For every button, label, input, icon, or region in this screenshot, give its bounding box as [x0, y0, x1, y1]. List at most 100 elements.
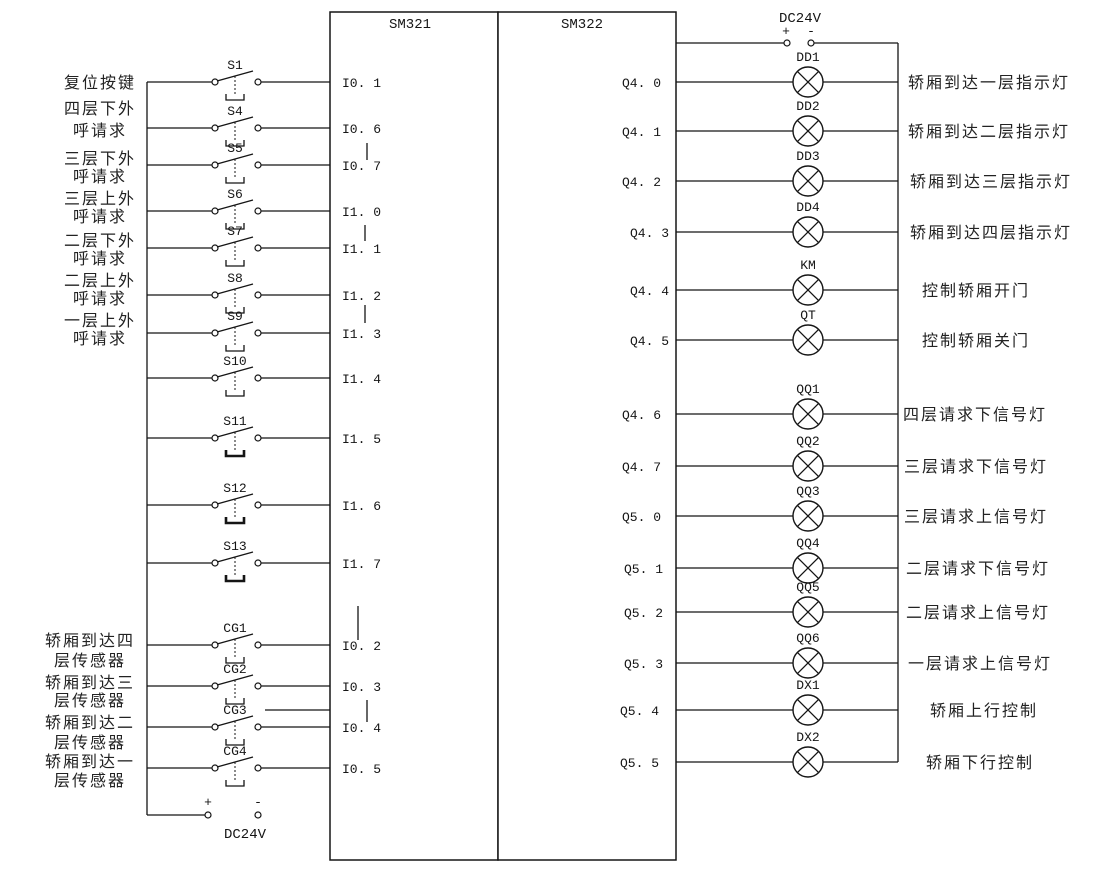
pushbutton-switch-icon [211, 493, 262, 525]
output-address: Q4. 3 [630, 226, 669, 241]
input-description: 轿厢到达一 [45, 752, 135, 771]
switch-button-head [225, 177, 245, 184]
pushbutton-switch-icon [211, 366, 262, 397]
switch-button-head [224, 450, 246, 458]
lamp-cross [796, 454, 820, 478]
input-address: I1. 5 [342, 432, 381, 447]
switch-terminal-left [211, 641, 219, 649]
output-description: 一层请求上信号灯 [908, 654, 1052, 673]
switch-terminal-left [211, 723, 219, 731]
switch-terminal-right [254, 124, 262, 132]
switch-terminal-left [211, 374, 219, 382]
switch-terminal-left [211, 291, 219, 299]
lamp-cross [796, 169, 820, 193]
device-label: DX2 [796, 730, 819, 745]
lamp-icon [792, 694, 824, 726]
lamp-cross [796, 119, 820, 143]
pushbutton-switch-icon [211, 674, 262, 705]
output-address: Q4. 2 [622, 175, 661, 190]
device-label: DD4 [796, 200, 820, 215]
device-label: QQ1 [796, 382, 820, 397]
lamp-cross [796, 328, 820, 352]
switch-terminal-left [211, 559, 219, 567]
input-description: 四层下外 [64, 99, 136, 118]
input-description: 层传感器 [54, 733, 126, 752]
pushbutton-switch-icon [211, 321, 262, 352]
lamp-icon [792, 450, 824, 482]
switch-terminal-left [211, 329, 219, 337]
input-address: I0. 1 [342, 76, 381, 91]
switch-button-head [225, 698, 245, 705]
switch-label: CG4 [223, 744, 247, 759]
input-description: 三层下外 [64, 149, 136, 168]
input-description: 复位按键 [64, 73, 136, 92]
output-address: Q4. 6 [622, 408, 661, 423]
input-description: 层传感器 [54, 771, 126, 790]
input-description: 轿厢到达四 [45, 631, 135, 650]
output-address: Q5. 2 [624, 606, 663, 621]
output-address: Q5. 0 [622, 510, 661, 525]
switch-terminal-right [254, 244, 262, 252]
switch-label: S9 [227, 309, 243, 324]
input-power-label: DC24V [224, 827, 267, 843]
input-description: 轿厢到达二 [45, 713, 135, 732]
switch-terminal-right [254, 501, 262, 509]
lamp-cross [796, 698, 820, 722]
switch-terminal-left [211, 78, 219, 86]
switch-button-head [224, 517, 246, 525]
input-description: 一层上外 [64, 311, 136, 330]
lamp-icon [792, 746, 824, 778]
switch-label: S11 [223, 414, 247, 429]
switch-terminal-left [211, 434, 219, 442]
switch-terminal-right [254, 207, 262, 215]
switch-label: S7 [227, 224, 243, 239]
device-label: QQ4 [796, 536, 820, 551]
output-power-label: DC24V [779, 11, 822, 27]
lamp-cross [796, 278, 820, 302]
input-description: 层传感器 [54, 651, 126, 670]
output-description: 控制轿厢开门 [922, 281, 1030, 300]
input-power-plus-label: + [204, 795, 212, 810]
output-address: Q4. 5 [630, 334, 669, 349]
input-description: 呼请求 [73, 329, 127, 348]
device-label: KM [800, 258, 816, 273]
output-address: Q5. 4 [620, 704, 659, 719]
output-address: Q5. 1 [624, 562, 663, 577]
output-address: Q4. 1 [622, 125, 661, 140]
input-power-minus-label: - [254, 795, 262, 810]
switch-terminal-right [254, 682, 262, 690]
output-power-minus-label: - [807, 24, 815, 39]
input-description: 呼请求 [73, 249, 127, 268]
output-description: 四层请求下信号灯 [903, 405, 1047, 424]
lamp-icon [792, 596, 824, 628]
device-label: QT [800, 308, 816, 323]
lamp-icon [792, 552, 824, 584]
switch-terminal-left [211, 764, 219, 772]
input-address: I0. 5 [342, 762, 381, 777]
output-address: Q5. 3 [624, 657, 663, 672]
input-description: 层传感器 [54, 691, 126, 710]
input-power-plus-terminal [204, 811, 212, 819]
switch-button-head [225, 307, 245, 314]
switch-button-head [225, 345, 245, 352]
pushbutton-switch-icon [211, 70, 262, 101]
pushbutton-switch-icon [211, 153, 262, 184]
switch-label: S8 [227, 271, 243, 286]
output-description: 控制轿厢关门 [922, 331, 1030, 350]
lamp-cross [796, 220, 820, 244]
device-label: QQ6 [796, 631, 819, 646]
switch-terminal-right [254, 291, 262, 299]
switch-button-head [225, 223, 245, 230]
output-description: 二层请求下信号灯 [906, 559, 1050, 578]
